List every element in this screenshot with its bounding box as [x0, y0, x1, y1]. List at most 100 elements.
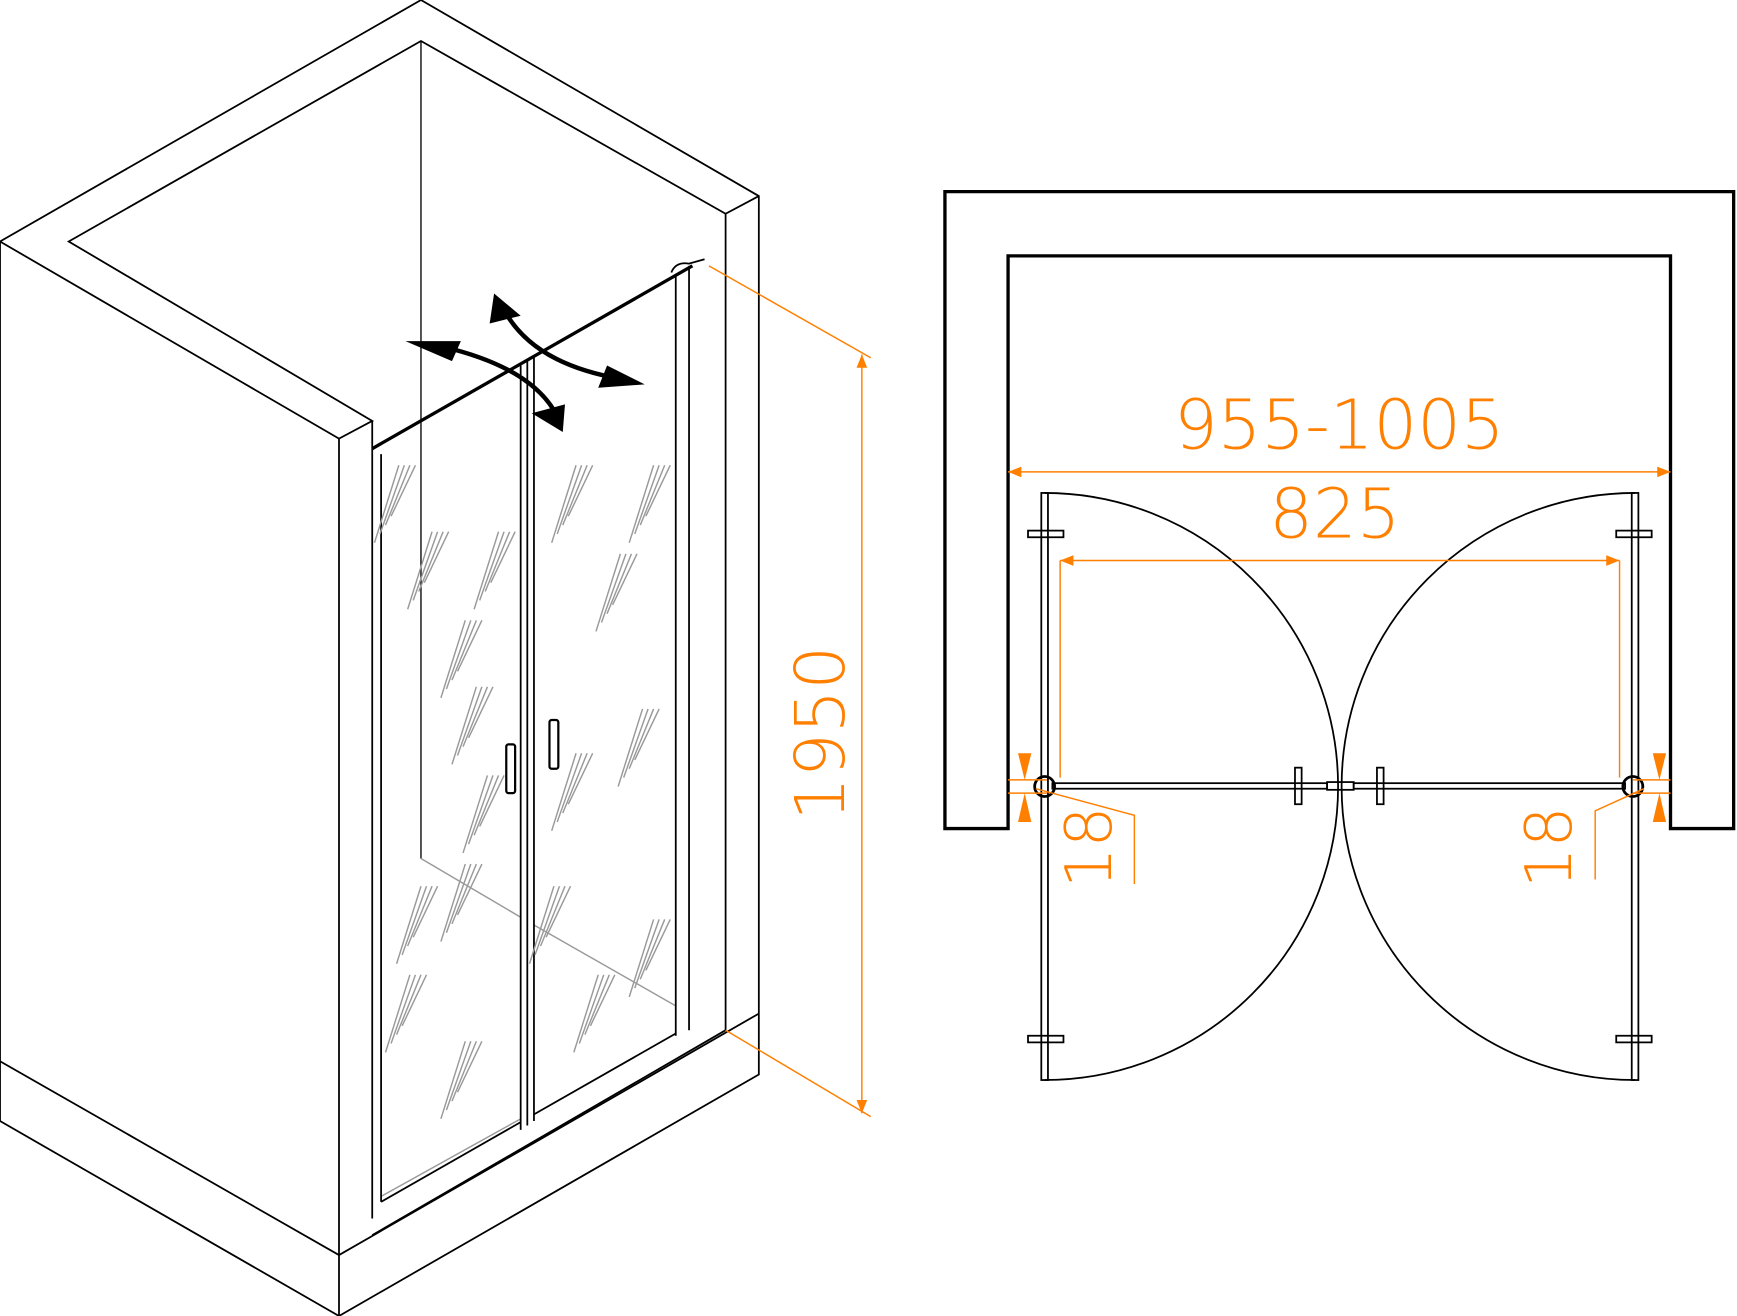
glass-hatch-line	[645, 919, 671, 971]
glass-hatch-line	[395, 974, 422, 1035]
glass-hatch-line	[484, 531, 511, 592]
glass-hatch-line	[451, 620, 478, 681]
glass-hatch-line	[617, 708, 644, 787]
glass-hatch-line	[412, 531, 439, 601]
width-dimension: 955-1005	[1008, 386, 1671, 478]
glass-hatch-line	[595, 553, 622, 632]
glass-hatch-line	[573, 974, 599, 1053]
profile-dimension-left: 18	[1008, 753, 1136, 889]
glass-hatch-line	[418, 531, 444, 592]
glass-hatch-line	[562, 752, 588, 814]
glass-hatch-line	[600, 553, 627, 623]
profile-right-label: 18	[1512, 807, 1587, 889]
glass-hatch-line	[451, 686, 478, 765]
height-label: 1950	[781, 646, 861, 821]
glass-hatch-line	[462, 686, 489, 747]
isometric-view: 1950	[0, 0, 872, 1316]
glass-hatch-line	[390, 974, 417, 1044]
glass-hatch-line	[639, 464, 666, 526]
arrow-up-icon	[489, 293, 521, 324]
glass-hatch-line	[634, 708, 660, 761]
niche-wall-plan	[943, 189, 1736, 831]
profile-dimension-right: 18	[1512, 753, 1671, 888]
glass-hatch-line	[473, 775, 500, 836]
glass-reflection-hatches	[373, 464, 671, 1120]
glass-hatch-line	[639, 919, 666, 980]
handle-left[interactable]	[505, 743, 517, 795]
glass-hatch-line	[479, 531, 505, 601]
glass-hatch-line	[384, 464, 411, 526]
glass-hatch-line	[379, 465, 406, 535]
glass-hatch-line	[390, 464, 417, 517]
height-dimension: 1950	[708, 265, 872, 1118]
glass-hatch-line	[401, 885, 428, 956]
glass-hatch-line	[645, 464, 671, 517]
glass-hatch-line	[451, 1041, 478, 1102]
glass-hatch-line	[589, 974, 616, 1027]
glass-hatch-line	[440, 1041, 466, 1120]
glass-hatch-line	[473, 531, 500, 610]
glass-hatch-line	[451, 863, 478, 925]
glass-hatch-line	[401, 974, 428, 1027]
glass-hatch-line	[634, 919, 660, 989]
hinge-left	[1033, 775, 1056, 798]
glass-hatch-line	[562, 464, 588, 526]
glass-hatch-line	[567, 752, 594, 805]
glass-hatch-line	[373, 465, 400, 544]
glass-hatch-line	[556, 465, 583, 535]
glass-hatch-line	[456, 620, 483, 672]
glass-hatch-line	[479, 775, 505, 827]
glass-hatch-line	[628, 919, 655, 998]
handle-right[interactable]	[548, 718, 560, 770]
clear-width-dimension: 825	[1059, 474, 1621, 778]
glass-hatch-line	[407, 885, 433, 947]
hinge-right	[1621, 775, 1645, 798]
glass-hatch-line	[567, 464, 594, 517]
glass-hatch-line	[456, 863, 483, 916]
glass-hatch-line	[539, 885, 566, 947]
glass-hatch-line	[445, 1041, 472, 1111]
glass-hatch-line	[628, 708, 655, 770]
profile-left-label: 18	[1052, 807, 1127, 889]
glass-hatch-line	[490, 531, 516, 583]
arrow-right-icon	[598, 365, 645, 388]
glass-hatch-line	[440, 863, 466, 942]
glass-hatch-line	[584, 974, 610, 1035]
glass-hatch-line	[395, 885, 422, 964]
arrow-left-icon	[405, 341, 461, 362]
glass-hatch-line	[528, 885, 555, 964]
open-door-panels	[1027, 492, 1653, 1081]
glass-hatch-line	[550, 465, 577, 544]
closed-door-panels	[1033, 766, 1645, 806]
shower-door	[371, 258, 705, 1219]
glass-hatch-line	[545, 885, 572, 938]
glass-hatch-line	[456, 686, 483, 756]
glass-hatch-line	[628, 465, 655, 544]
glass-hatch-line	[462, 775, 489, 854]
plan-view: 955-1005 825 18 18	[943, 189, 1736, 1081]
clear-width-label: 825	[1269, 474, 1400, 554]
door-swing-arcs	[1044, 492, 1636, 1081]
glass-hatch-line	[412, 885, 439, 938]
glass-hatch-line	[456, 1040, 483, 1093]
glass-hatch-line	[423, 531, 450, 583]
glass-hatch-line	[534, 885, 561, 956]
glass-hatch-line	[578, 974, 605, 1044]
swing-arrows	[405, 293, 645, 433]
glass-hatch-line	[623, 708, 649, 778]
glass-hatch-line	[606, 553, 633, 614]
glass-hatch-line	[406, 531, 433, 610]
glass-hatch-line	[440, 620, 466, 699]
glass-hatch-line	[467, 775, 494, 845]
opening-range-label: 955-1005	[1174, 386, 1505, 466]
glass-hatch-line	[467, 686, 494, 739]
glass-hatch-line	[445, 620, 472, 690]
glass-hatch-line	[550, 753, 577, 832]
glass-hatch-line	[611, 553, 638, 606]
glass-hatch-line	[384, 974, 411, 1053]
glass-hatch-line	[634, 465, 660, 535]
glass-hatch-line	[445, 863, 472, 933]
glass-hatch-line	[556, 753, 583, 823]
arrow-down-icon	[531, 404, 565, 433]
